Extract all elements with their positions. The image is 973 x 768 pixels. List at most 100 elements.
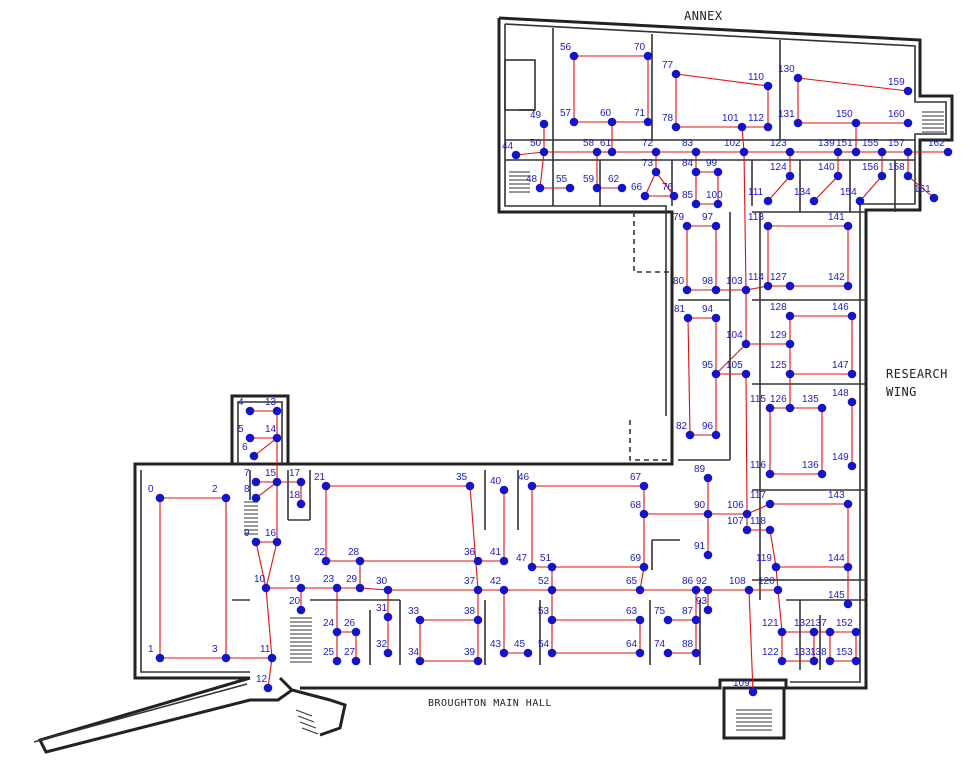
node-5 [245,433,255,443]
edge-73-66 [644,171,657,197]
node-60 [607,117,617,127]
node-label-0: 0 [148,484,154,495]
node-label-147: 147 [832,360,849,371]
node-19 [296,583,306,593]
node-label-92: 92 [696,576,708,587]
node-122 [777,656,787,666]
node-label-133: 133 [794,647,811,658]
node-149 [847,461,857,471]
node-66 [640,191,650,201]
research-wing-label-line2: WING [886,385,917,399]
node-label-145: 145 [828,590,845,601]
edge-15-8 [255,481,278,499]
edge-81-82 [687,317,691,436]
node-label-33: 33 [408,606,420,617]
node-40 [499,485,509,495]
node-label-146: 146 [832,302,849,313]
node-43 [499,648,509,658]
node-72 [651,147,661,157]
node-157 [903,147,913,157]
node-label-94: 94 [702,304,714,315]
node-label-81: 81 [674,304,686,315]
node-124 [785,171,795,181]
node-73 [651,167,661,177]
node-119 [771,562,781,572]
node-126 [785,403,795,413]
node-label-52: 52 [538,576,550,587]
node-128 [785,311,795,321]
stairs-annex-left [509,171,530,193]
node-51 [547,562,557,572]
node-28 [355,556,365,566]
node-label-157: 157 [888,138,905,149]
node-label-9: 9 [244,528,250,539]
node-label-25: 25 [323,647,335,658]
node-12 [263,683,273,693]
node-label-46: 46 [518,472,530,483]
node-label-77: 77 [662,60,674,71]
node-label-127: 127 [770,272,787,283]
node-3 [221,653,231,663]
node-label-85: 85 [682,190,694,201]
node-41 [499,556,509,566]
node-label-96: 96 [702,421,714,432]
node-34 [415,656,425,666]
node-153 [851,656,861,666]
node-label-158: 158 [888,162,905,173]
node-label-86: 86 [682,576,694,587]
node-69 [639,562,649,572]
node-27 [351,656,361,666]
node-label-161: 161 [914,184,931,195]
node-label-82: 82 [676,421,688,432]
node-label-17: 17 [289,468,301,479]
node-label-27: 27 [344,647,356,658]
node-label-111: 111 [748,187,764,198]
node-label-132: 132 [794,618,811,629]
node-151 [851,147,861,157]
node-label-12: 12 [256,674,268,685]
node-label-28: 28 [348,547,360,558]
node-label-148: 148 [832,388,849,399]
node-101 [737,122,747,132]
node-label-124: 124 [770,162,787,173]
node-96 [711,430,721,440]
edge-11-10 [265,587,273,659]
node-label-5: 5 [238,424,244,435]
node-label-93: 93 [696,596,708,607]
node-75 [663,615,673,625]
stairs-hall [290,617,312,663]
node-label-118: 118 [750,516,766,527]
node-88 [691,648,701,658]
node-36 [473,556,483,566]
node-46 [527,481,537,491]
node-55 [565,183,575,193]
node-125 [785,369,795,379]
node-label-49: 49 [530,110,542,121]
stairs-entrance [736,709,772,731]
node-152 [851,627,861,637]
node-100 [713,199,723,209]
node-label-74: 74 [654,639,666,650]
node-label-24: 24 [323,618,335,629]
node-6 [249,451,259,461]
node-74 [663,648,673,658]
node-20 [296,605,306,615]
node-57 [569,117,579,127]
node-label-59: 59 [583,174,595,185]
edge-124-111 [767,175,791,202]
node-label-76: 76 [662,182,674,193]
node-label-150: 150 [836,109,853,120]
node-label-107: 107 [727,516,744,527]
graph-nodes: 0123456789101112131415161718192021222324… [148,42,953,697]
node-label-53: 53 [538,606,550,617]
node-18 [296,499,306,509]
node-label-151: 151 [836,138,853,149]
node-label-7: 7 [244,468,250,479]
node-label-37: 37 [464,576,476,587]
node-label-99: 99 [706,158,718,169]
edge-50-48 [539,151,545,189]
node-label-144: 144 [828,553,845,564]
node-label-38: 38 [464,606,476,617]
node-64 [635,648,645,658]
node-label-65: 65 [626,576,638,587]
